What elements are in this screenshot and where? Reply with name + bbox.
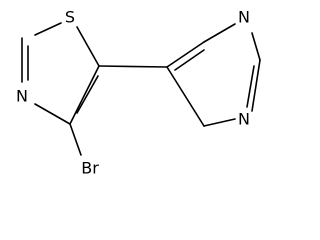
bond-c5-pyrimidine bbox=[98, 65, 168, 68]
bond-c4-c5-inner bbox=[76, 75, 99, 114]
atom-label-n-pyrimidine-bottom: N bbox=[238, 110, 250, 129]
bond-c5-s1 bbox=[76, 26, 100, 67]
bond-c5p-c4p bbox=[166, 41, 205, 68]
pyrimidine-ring bbox=[166, 23, 261, 127]
bond-c2p-n1p-inner bbox=[246, 65, 255, 108]
bond-c4-c5 bbox=[69, 65, 100, 125]
molecule-diagram: S N Br N N bbox=[16, 8, 261, 178]
bond-c6p-c5p bbox=[166, 66, 205, 127]
bond-c4p-n3p bbox=[203, 23, 236, 43]
atom-label-s: S bbox=[65, 8, 75, 27]
thiazole-ring bbox=[21, 22, 100, 125]
bond-n3-c4 bbox=[34, 103, 71, 125]
atom-label-n-pyrimidine-top: N bbox=[238, 8, 250, 27]
bond-c4-br bbox=[69, 123, 82, 156]
bond-c5p-c4p-inner bbox=[174, 49, 205, 71]
bond-s1-c2 bbox=[34, 22, 62, 36]
bond-n1p-c6p bbox=[203, 118, 236, 127]
atom-label-br: Br bbox=[81, 159, 99, 178]
atom-label-n-thiazole: N bbox=[16, 87, 28, 106]
bond-n3p-c2p bbox=[251, 32, 261, 61]
bond-c2p-n1p bbox=[251, 59, 261, 112]
